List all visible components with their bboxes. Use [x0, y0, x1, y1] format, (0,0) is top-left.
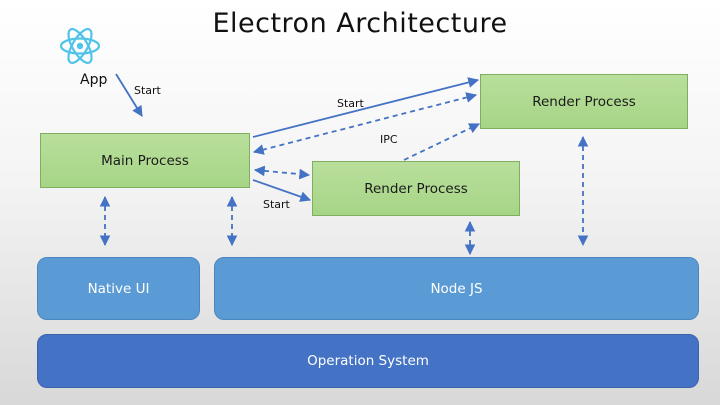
render-process-mid-box: Render Process: [312, 161, 520, 216]
render-process-top-box: Render Process: [480, 74, 688, 129]
edge-label-start-mid-render: Start: [263, 198, 290, 211]
arrow-ipc-main-mid: [253, 165, 311, 180]
node-js-label: Node JS: [430, 280, 483, 297]
main-process-label: Main Process: [101, 152, 189, 169]
arrow-ipc-top-main: [252, 92, 478, 155]
arrow-ipc-mid-top: [403, 123, 480, 161]
native-ui-label: Native UI: [87, 280, 150, 297]
edge-label-app-start: Start: [134, 84, 161, 97]
render-process-mid-label: Render Process: [364, 180, 468, 197]
arrow-main-to-top-render: [252, 77, 480, 138]
render-process-top-label: Render Process: [532, 93, 636, 110]
app-label: App: [80, 72, 108, 88]
arrow-app-to-main: [115, 73, 143, 117]
edge-label-ipc: IPC: [380, 133, 398, 146]
native-ui-box: Native UI: [37, 257, 200, 320]
edge-label-start-top-render: Start: [337, 97, 364, 110]
operation-system-label: Operation System: [307, 353, 429, 369]
electron-atom-icon: [59, 28, 101, 64]
operation-system-box: Operation System: [37, 334, 699, 388]
main-process-box: Main Process: [40, 133, 250, 188]
arrow-main-to-mid-render: [252, 179, 312, 202]
diagram-title: Electron Architecture: [212, 8, 508, 39]
node-js-box: Node JS: [214, 257, 699, 320]
